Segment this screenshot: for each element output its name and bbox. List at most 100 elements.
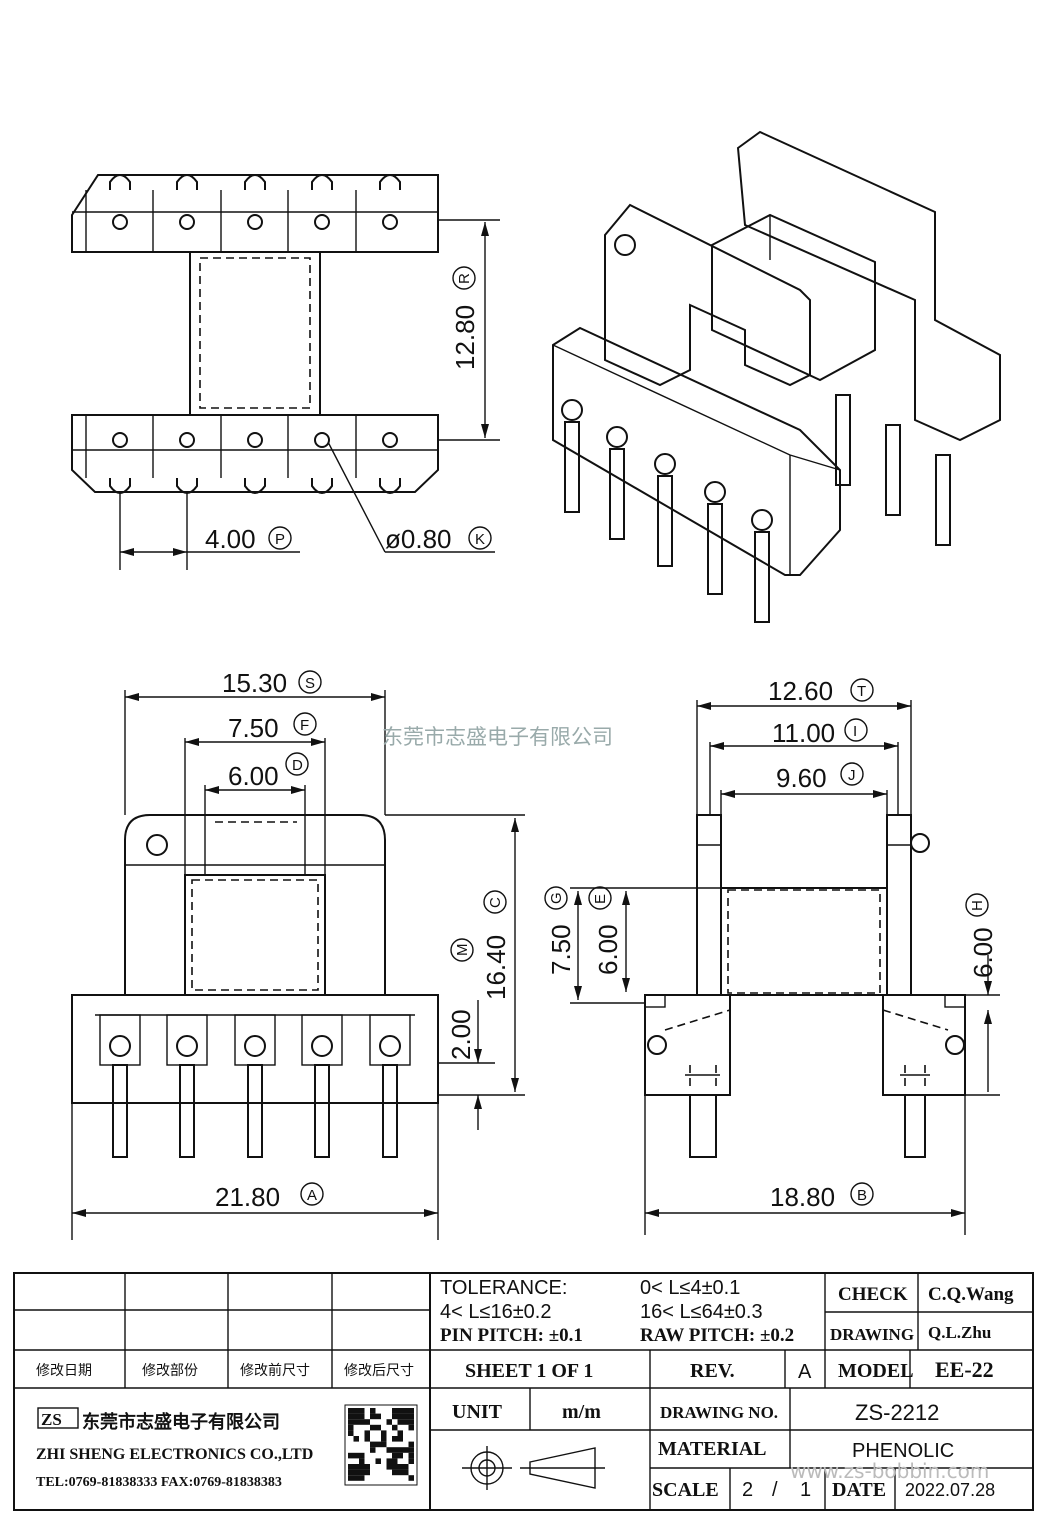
tag-k: K (475, 531, 485, 548)
iso-pin-ball (704, 481, 726, 503)
bottom-pin-bump (109, 478, 131, 494)
iso-pin-ball (654, 453, 676, 475)
iso-pin (707, 503, 723, 595)
pin-hole (247, 214, 263, 230)
qr-module (370, 1441, 376, 1448)
iso-pin (754, 531, 770, 623)
drawing-no-value: ZS-2212 (855, 1400, 939, 1425)
bottom-pin-bump (244, 478, 266, 494)
dim-6-00-e: 6.00 (593, 924, 623, 975)
qr-module (403, 1413, 409, 1420)
rev-header-part: 修改部份 (142, 1362, 198, 1378)
tag-p: P (275, 531, 285, 548)
bottom-pin-bump (176, 478, 198, 494)
date-label: DATE (832, 1479, 886, 1501)
pin-hole (244, 1035, 266, 1057)
qr-module (353, 1419, 359, 1425)
rev-header-date: 修改日期 (36, 1362, 92, 1378)
qr-module (353, 1469, 359, 1476)
company-contact: TEL:0769-81838333 FAX:0769-81838383 (36, 1475, 282, 1490)
qr-module (397, 1447, 403, 1453)
top-pin-bump (311, 174, 333, 190)
qr-module (353, 1452, 359, 1459)
dim-2-00: 2.00 (446, 1009, 476, 1060)
dim-7-50-f: 7.50 (228, 713, 279, 743)
drawing-no-label: DRAWING NO. (660, 1403, 778, 1422)
qr-module (348, 1469, 354, 1476)
tag-g: G (548, 892, 565, 904)
pin-hole (382, 214, 398, 230)
tag-r: R (456, 273, 473, 284)
qr-module (397, 1452, 403, 1459)
iso-pin (609, 448, 625, 540)
top-pin-bump (109, 174, 131, 190)
tag-s: S (305, 675, 315, 692)
scale-sep: / (772, 1479, 778, 1501)
dim-16-40: 16.40 (481, 935, 511, 1000)
qr-module (348, 1452, 354, 1459)
pin-pitch: PIN PITCH: ±0.1 (440, 1325, 583, 1346)
pin-hole (179, 214, 195, 230)
qr-module (353, 1436, 359, 1442)
top-pin-bump (176, 174, 198, 190)
iso-pin-ball (606, 426, 628, 448)
dim-12-80: 12.80 (450, 305, 480, 370)
qr-module (359, 1464, 365, 1470)
qr-module (386, 1458, 392, 1464)
pin (382, 1064, 398, 1158)
qr-module (397, 1430, 403, 1436)
pin-hole (247, 432, 263, 448)
model-label: MODEL (838, 1360, 914, 1382)
qr-module (403, 1464, 409, 1470)
iso-pin-ball (561, 399, 583, 421)
dim-7-50-g: 7.50 (546, 924, 576, 975)
rev-label: REV. (690, 1360, 735, 1382)
qr-module (364, 1436, 370, 1442)
qr-module (386, 1419, 392, 1425)
pin-slot (369, 1014, 411, 1066)
qr-module (353, 1413, 359, 1420)
tag-t: T (857, 683, 866, 700)
qr-module (403, 1447, 409, 1453)
dim-9-60: 9.60 (776, 763, 827, 793)
drawing-label: DRAWING (830, 1325, 914, 1344)
qr-module (348, 1424, 354, 1431)
qr-module (408, 1441, 414, 1448)
pin-hole (314, 432, 330, 448)
pin-slot (166, 1014, 208, 1066)
material-label: MATERIAL (658, 1438, 767, 1460)
qr-module (375, 1441, 381, 1448)
qr-module (397, 1436, 403, 1442)
scale-num: 2 (742, 1479, 753, 1501)
bottom-pin-bump (311, 478, 333, 494)
dim-0-80: ø0.80 (385, 524, 452, 554)
pin-hole (179, 432, 195, 448)
drawing-value: Q.L.Zhu (928, 1323, 991, 1342)
top-pin-bump (379, 174, 401, 190)
company-name-en: ZHI SHENG ELECTRONICS CO.,LTD (36, 1446, 313, 1463)
qr-module (359, 1413, 365, 1420)
qr-module (386, 1447, 392, 1453)
qr-module (375, 1413, 381, 1420)
qr-module (403, 1469, 409, 1476)
rev-value: A (798, 1361, 812, 1383)
qr-module (403, 1419, 409, 1425)
unit-label: UNIT (452, 1401, 503, 1423)
qr-module (348, 1413, 354, 1420)
qr-module (370, 1447, 376, 1453)
qr-module (359, 1469, 365, 1476)
pin-slot (234, 1014, 276, 1066)
pin (314, 1064, 330, 1158)
top-pin-bump (244, 174, 266, 190)
pin (247, 1064, 263, 1158)
company-name-cn: 东莞市志盛电子有限公司 (82, 1411, 280, 1432)
model-value: EE-22 (935, 1357, 994, 1382)
pin-hole (112, 432, 128, 448)
tag-m: M (454, 944, 471, 957)
tag-i: I (853, 723, 857, 740)
iso-pin (835, 394, 851, 486)
raw-pitch: RAW PITCH: ±0.2 (640, 1325, 794, 1346)
qr-module (348, 1464, 354, 1470)
